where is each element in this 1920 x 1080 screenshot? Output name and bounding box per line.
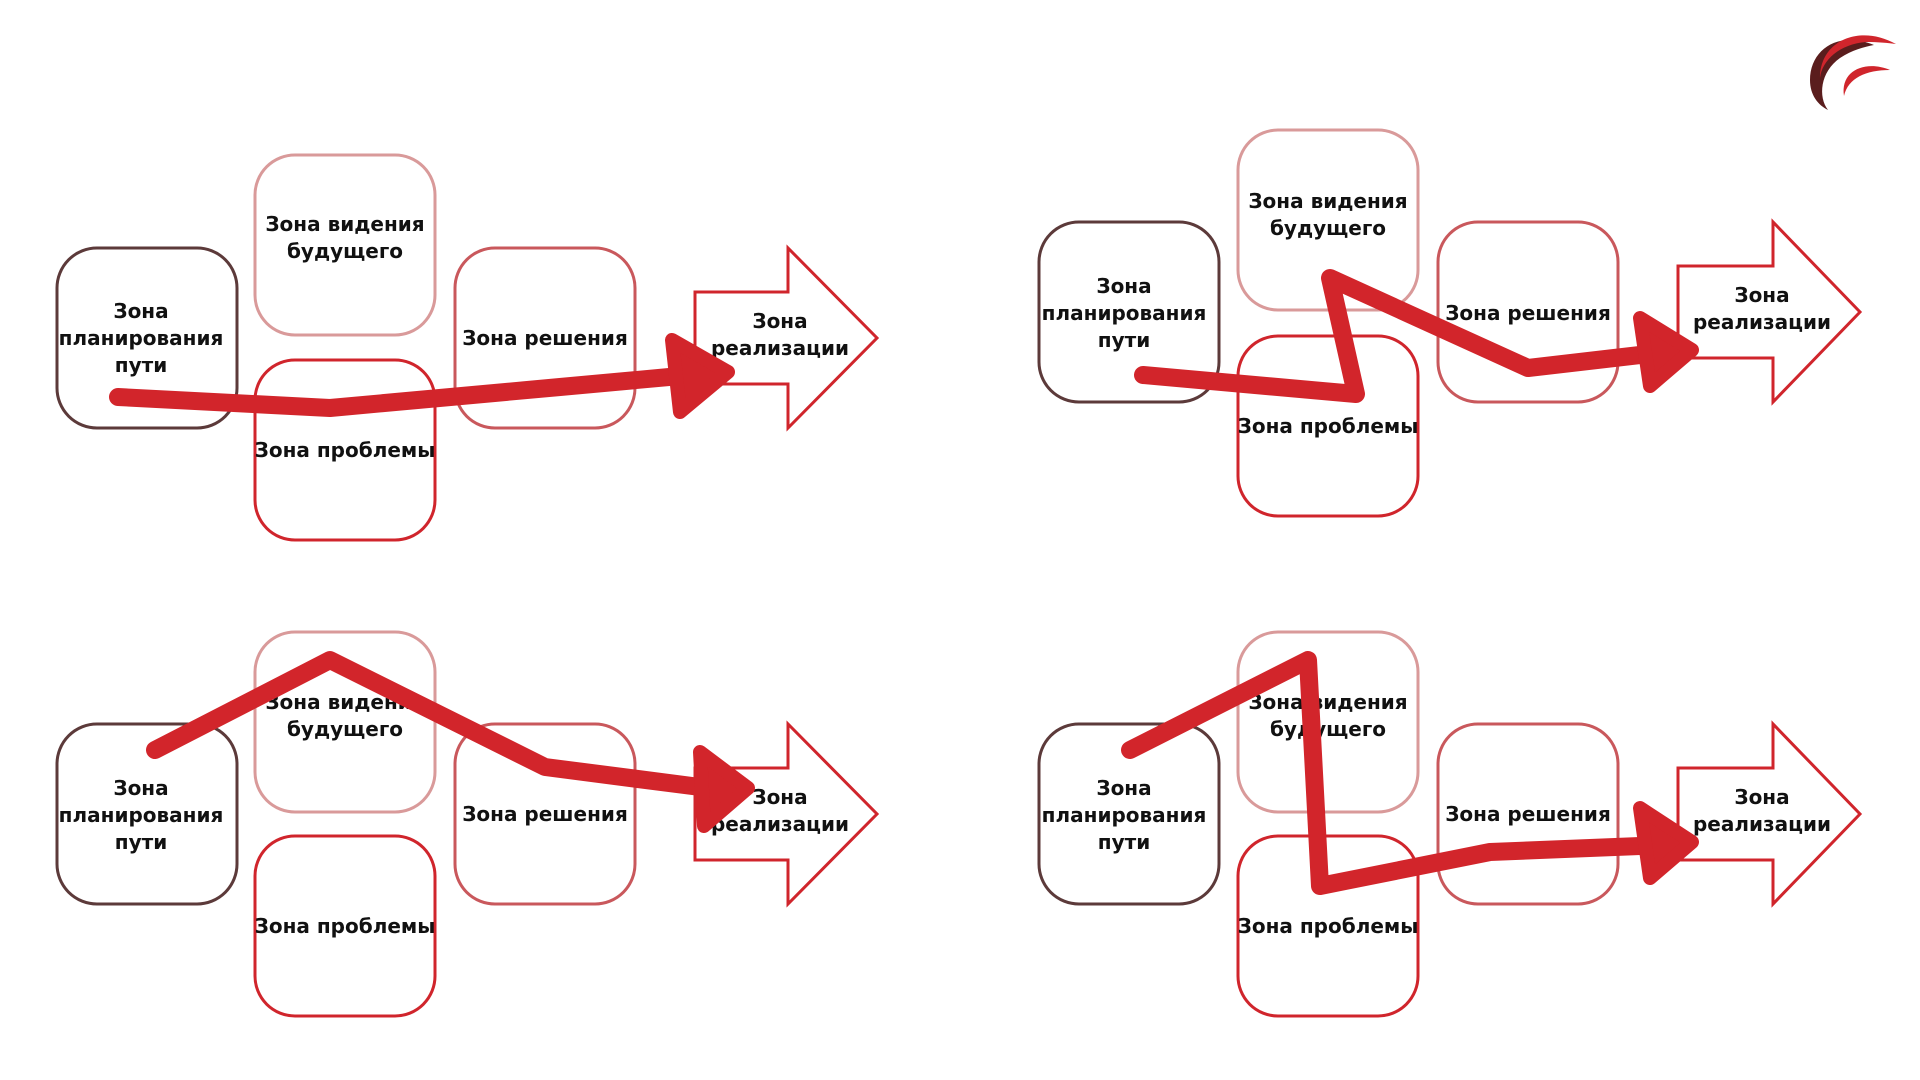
- path-arrow: [1134, 269, 1699, 403]
- zone-realization-label: реализации: [1693, 812, 1831, 836]
- zone-realization-label: Зона: [1734, 283, 1789, 307]
- path-arrow: [146, 651, 755, 833]
- zone-vision-label: будущего: [1270, 717, 1386, 741]
- zone-problem-label: Зона проблемы: [1238, 914, 1419, 938]
- zone-problem-label: Зона проблемы: [1238, 414, 1419, 438]
- zone-problem: Зона проблемы: [253, 358, 437, 542]
- zone-planning-label: пути: [1098, 830, 1150, 854]
- zone-realization: Зона реализации: [693, 720, 880, 908]
- zone-planning-label: Зона: [1096, 274, 1151, 298]
- zone-planning: Зона планирования пути: [55, 246, 239, 430]
- zone-vision: Зона видения будущего: [1236, 630, 1420, 814]
- zone-solution-label: Зона решения: [1445, 802, 1611, 826]
- zone-realization: Зона реализации: [1676, 218, 1863, 406]
- zone-planning-label: планирования: [59, 803, 224, 827]
- zone-realization: Зона реализации: [693, 244, 880, 432]
- zone-vision-label: Зона видения: [1248, 189, 1407, 213]
- zone-planning-label: планирования: [1042, 301, 1207, 325]
- zone-realization-label: реализации: [1693, 310, 1831, 334]
- zone-realization-label: Зона: [752, 785, 807, 809]
- logo-inner-arc: [1843, 66, 1890, 96]
- zone-solution: Зона решения: [1436, 722, 1620, 906]
- zone-planning: Зона планирования пути: [55, 722, 239, 906]
- path-arrow: [109, 333, 735, 419]
- zone-vision-label: Зона видения: [1248, 690, 1407, 714]
- zone-vision-label: будущего: [287, 239, 403, 263]
- zone-planning-label: пути: [115, 830, 167, 854]
- logo-outer-arc: [1810, 39, 1874, 110]
- zone-problem: Зона проблемы: [253, 834, 437, 1018]
- diagram-bottom-right: Зона проблемы Зона решения Зона планиров…: [1037, 630, 1863, 1018]
- zone-planning-label: планирования: [1042, 803, 1207, 827]
- zone-realization-label: Зона: [1734, 785, 1789, 809]
- zone-planning-label: пути: [115, 353, 167, 377]
- logo-top-arc: [1820, 35, 1896, 78]
- zone-vision-label: будущего: [1270, 216, 1386, 240]
- zone-problem: Зона проблемы: [1236, 334, 1420, 518]
- zone-problem-label: Зона проблемы: [255, 914, 436, 938]
- zone-planning: Зона планирования пути: [1037, 722, 1221, 906]
- zone-vision-label: будущего: [287, 717, 403, 741]
- zone-planning-label: планирования: [59, 326, 224, 350]
- zone-planning-label: пути: [1098, 328, 1150, 352]
- zone-realization-label: Зона: [752, 309, 807, 333]
- path-arrowhead: [1633, 311, 1699, 393]
- zone-vision-label: Зона видения: [265, 212, 424, 236]
- path-arrowhead: [665, 333, 735, 419]
- zone-realization-label: реализации: [711, 812, 849, 836]
- zone-realization-label: реализации: [711, 336, 849, 360]
- zone-solution-label: Зона решения: [1445, 301, 1611, 325]
- zone-planning-label: Зона: [113, 776, 168, 800]
- zone-problem-label: Зона проблемы: [255, 438, 436, 462]
- zone-solution: Зона решения: [453, 722, 637, 906]
- zone-solution-label: Зона решения: [462, 802, 628, 826]
- path-arrowhead: [693, 745, 755, 833]
- zone-planning-label: Зона: [113, 299, 168, 323]
- diagram-bottom-left: Зона проблемы Зона решения Зона планиров…: [55, 630, 880, 1018]
- zone-planning: Зона планирования пути: [1037, 220, 1221, 404]
- zone-solution-label: Зона решения: [462, 326, 628, 350]
- zone-vision: Зона видения будущего: [253, 153, 437, 337]
- zone-vision: Зона видения будущего: [1236, 128, 1420, 312]
- logo: [1810, 35, 1896, 110]
- zone-realization: Зона реализации: [1676, 720, 1863, 908]
- diagram-top-left: Зона видения будущего Зона проблемы Зона…: [55, 153, 880, 542]
- diagram-top-right: Зона видения будущего Зона проблемы Зона…: [1037, 128, 1863, 518]
- path-arrowhead: [1633, 801, 1699, 885]
- path-arrow: [1121, 651, 1699, 895]
- zone-planning-label: Зона: [1096, 776, 1151, 800]
